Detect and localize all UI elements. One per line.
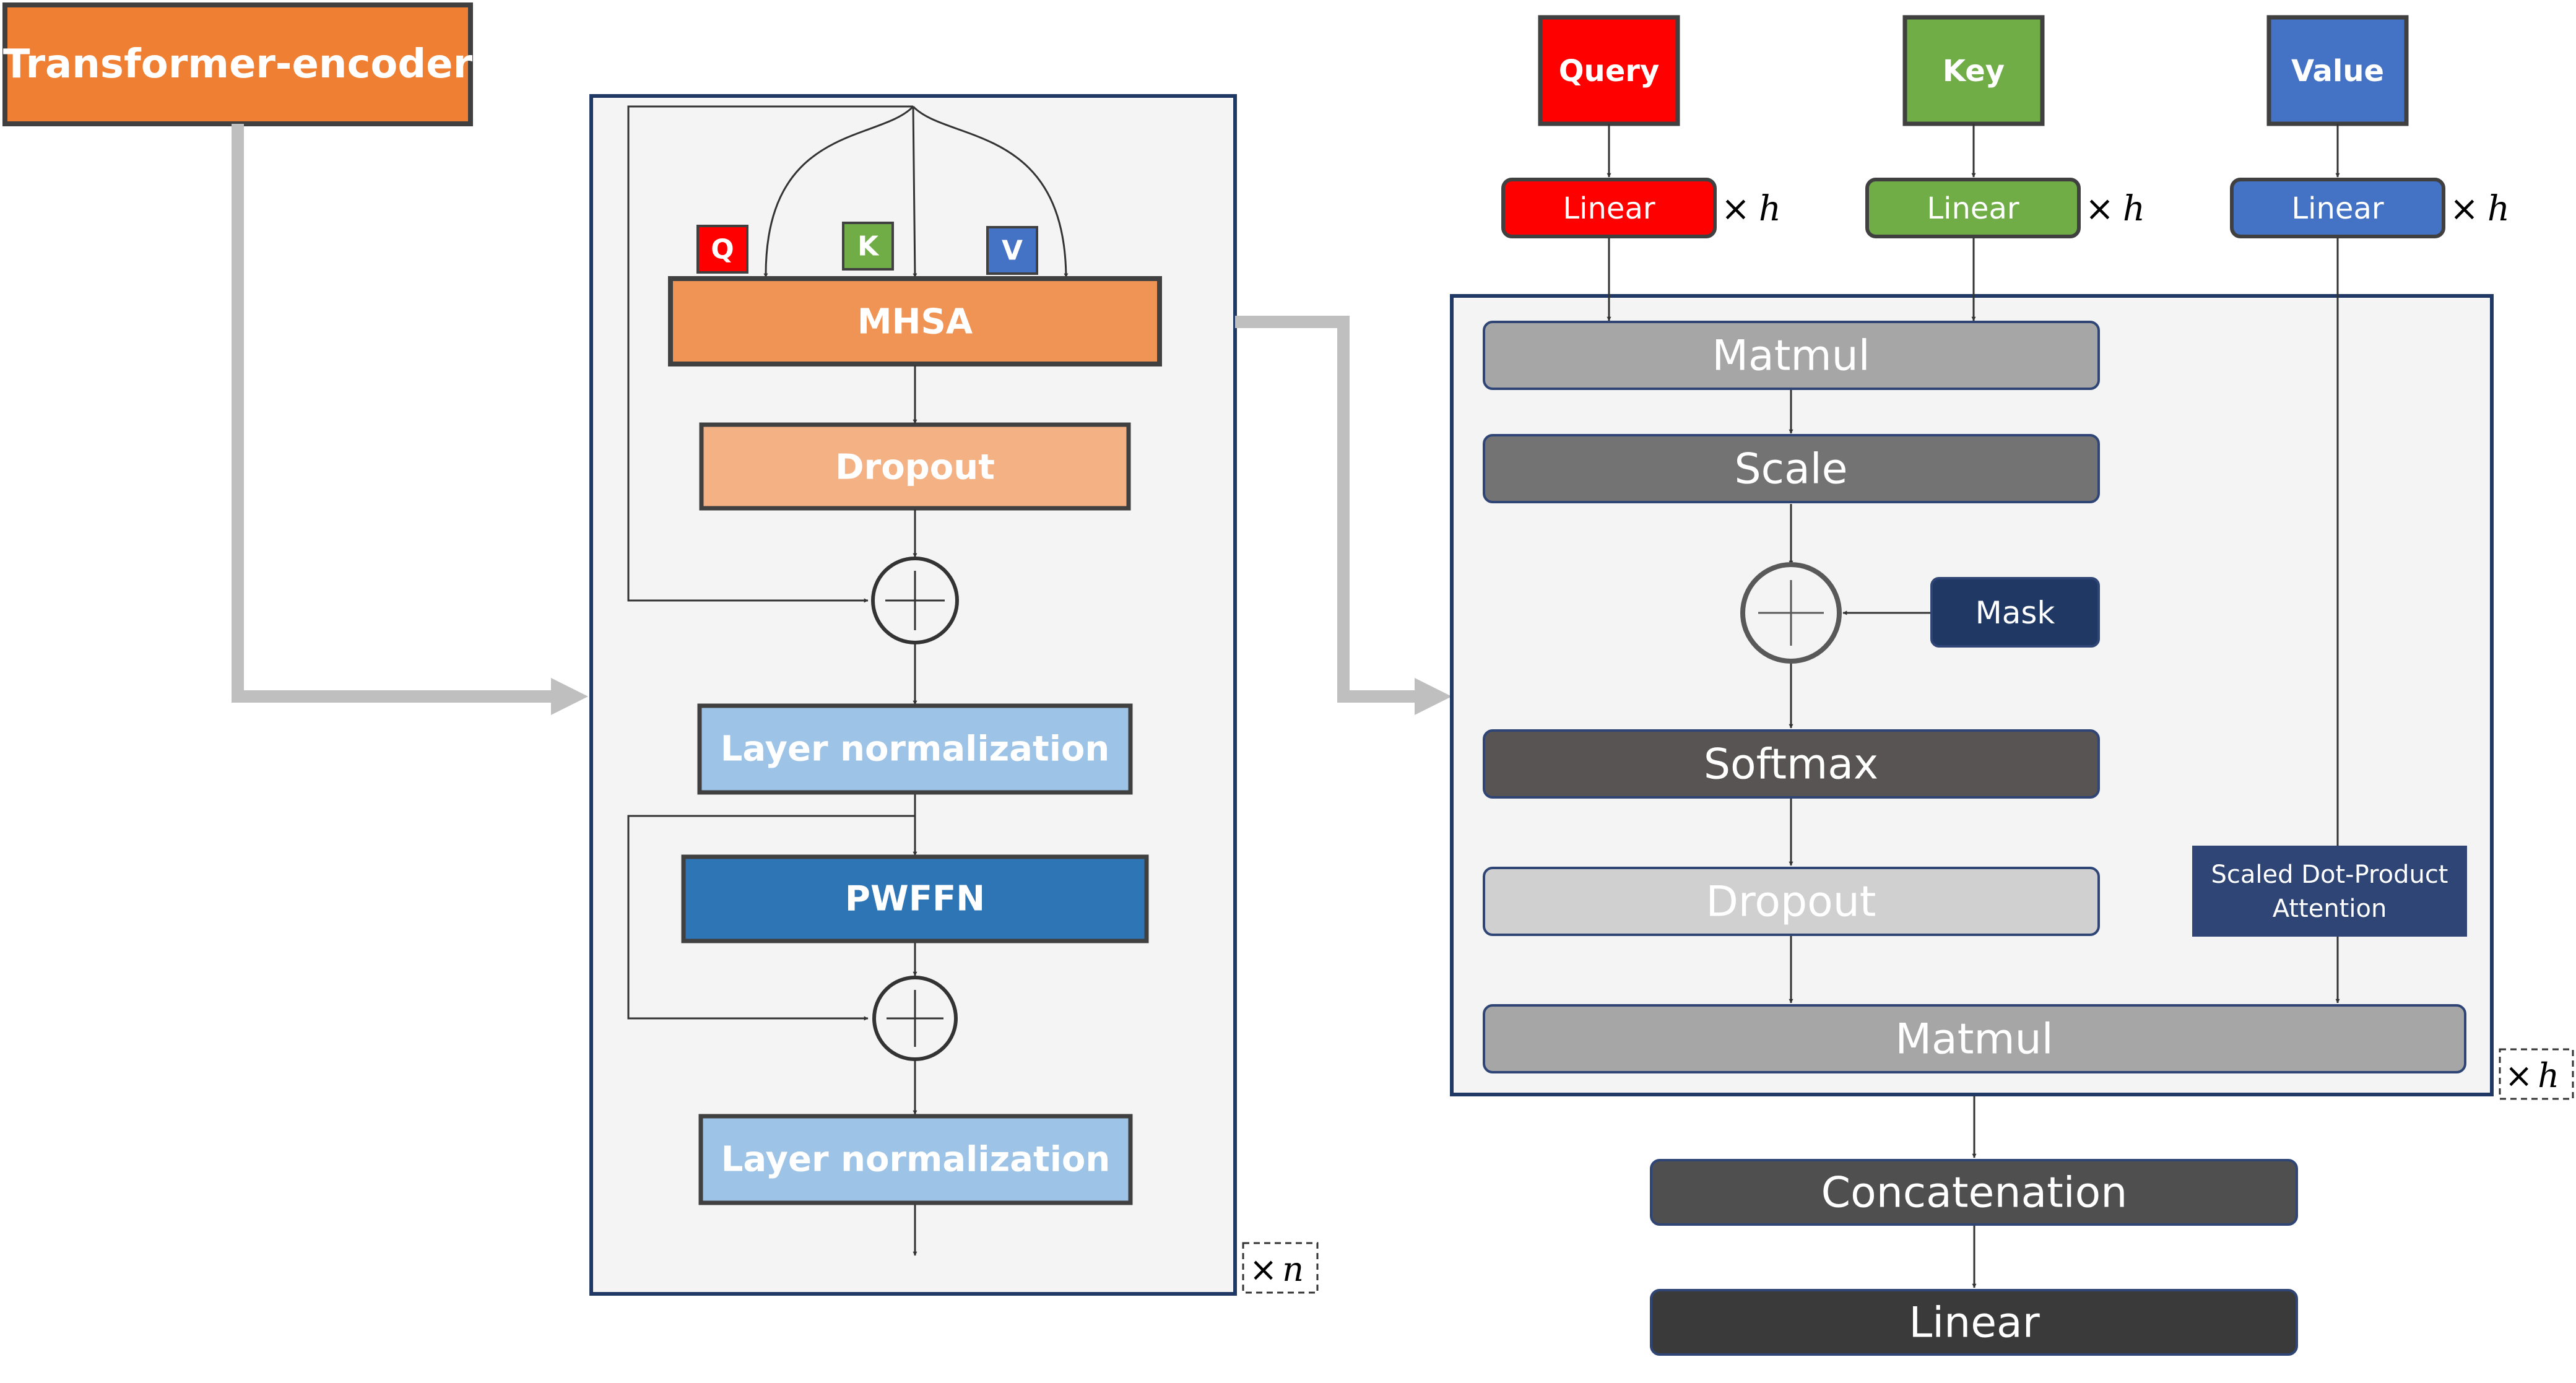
- query-box: Query: [1538, 15, 1680, 126]
- transformer-encoder-title-box: Transformer-encoder: [2, 2, 473, 126]
- v-badge: V: [986, 226, 1038, 275]
- qkv-fanout-arrows: [763, 105, 1069, 278]
- linear-value-label: Linear: [2291, 191, 2383, 226]
- residual-add-1: [871, 557, 959, 644]
- matmul-bottom-box: Matmul: [1483, 1004, 2466, 1073]
- encoder-repeat-var: n: [1282, 1250, 1304, 1289]
- linear-query-box: Linear: [1501, 178, 1717, 238]
- linear-query-mult-var: h: [1759, 189, 1781, 229]
- v-badge-label: V: [1002, 235, 1023, 267]
- sdpa-label-line2: Attention: [2273, 895, 2387, 923]
- linear-key-label: Linear: [1927, 191, 2019, 226]
- k-badge: K: [842, 222, 894, 271]
- encoder-residual-lines: [627, 105, 915, 1021]
- svg-text:×h: ×h: [2505, 1056, 2559, 1095]
- svg-text:×n: ×n: [1249, 1250, 1304, 1289]
- layer-norm-1-box: Layer normalization: [697, 703, 1133, 795]
- linear-key-mult-times: ×: [2085, 189, 2114, 229]
- encoder-panel-connector: [232, 124, 588, 715]
- query-label: Query: [1559, 54, 1660, 89]
- mhsa-box: MHSA: [668, 276, 1162, 366]
- attention-repeat-var: h: [2538, 1056, 2559, 1095]
- scale-label: Scale: [1735, 445, 1848, 494]
- sdpa-label-box: Scaled Dot-Product Attention: [2192, 846, 2467, 937]
- encoder-dropout-label: Dropout: [835, 448, 995, 488]
- mask-box: Mask: [1930, 577, 2100, 648]
- pwffn-label: PWFFN: [845, 879, 985, 919]
- linear-key-box: Linear: [1865, 178, 2081, 238]
- attention-repeat-times: ×: [2505, 1056, 2533, 1095]
- final-linear-box: Linear: [1650, 1289, 2298, 1356]
- linear-value-mult: ×h: [2450, 189, 2510, 229]
- attention-dropout-label: Dropout: [1706, 878, 1876, 927]
- layer-norm-2-label: Layer normalization: [721, 1140, 1111, 1180]
- scale-box: Scale: [1483, 434, 2100, 503]
- concatenation-box: Concatenation: [1650, 1159, 2298, 1226]
- encoder-repeat-label: ×n: [1242, 1242, 1319, 1294]
- value-box: Value: [2266, 15, 2409, 126]
- key-box: Key: [1902, 15, 2045, 126]
- q-badge-label: Q: [711, 234, 734, 266]
- softmax-box: Softmax: [1483, 729, 2100, 799]
- residual-add-2: [872, 976, 958, 1061]
- matmul-bottom-label: Matmul: [1895, 1015, 2053, 1064]
- transformer-encoder-title: Transformer-encoder: [3, 41, 473, 87]
- linear-query-label: Linear: [1563, 191, 1655, 226]
- mask-add-circle: [1740, 562, 1842, 664]
- attention-panel: [1450, 294, 2494, 1096]
- mask-label: Mask: [1975, 595, 2055, 631]
- attention-repeat-label: ×h: [2499, 1048, 2574, 1100]
- mhsa-label: MHSA: [857, 302, 973, 342]
- k-badge-label: K: [857, 231, 880, 262]
- q-badge: Q: [696, 225, 748, 274]
- attention-dropout-box: Dropout: [1483, 867, 2100, 936]
- concatenation-label: Concatenation: [1821, 1169, 2128, 1218]
- encoder-dropout-box: Dropout: [699, 422, 1131, 511]
- encoder-repeat-times: ×: [1249, 1250, 1277, 1289]
- linear-value-mult-times: ×: [2450, 189, 2479, 229]
- linear-value-box: Linear: [2230, 178, 2445, 238]
- attention-detail-connector: [1235, 316, 1452, 715]
- matmul-top-box: Matmul: [1483, 321, 2100, 390]
- layer-norm-2-box: Layer normalization: [698, 1114, 1133, 1205]
- linear-key-mult-var: h: [2123, 189, 2145, 229]
- linear-query-mult-times: ×: [1721, 189, 1750, 229]
- linear-query-mult: ×h: [1721, 189, 1781, 229]
- layer-norm-1-label: Layer normalization: [721, 729, 1110, 770]
- pwffn-box: PWFFN: [681, 854, 1149, 943]
- sdpa-label-line1: Scaled Dot-Product: [2211, 861, 2448, 889]
- key-label: Key: [1943, 54, 2005, 89]
- linear-key-mult: ×h: [2085, 189, 2145, 229]
- matmul-top-label: Matmul: [1712, 332, 1870, 381]
- linear-value-mult-var: h: [2487, 189, 2510, 229]
- softmax-label: Softmax: [1704, 740, 1878, 789]
- input-linear-arrows: [1607, 124, 2340, 178]
- value-label: Value: [2291, 54, 2384, 89]
- final-linear-label: Linear: [1909, 1299, 2039, 1348]
